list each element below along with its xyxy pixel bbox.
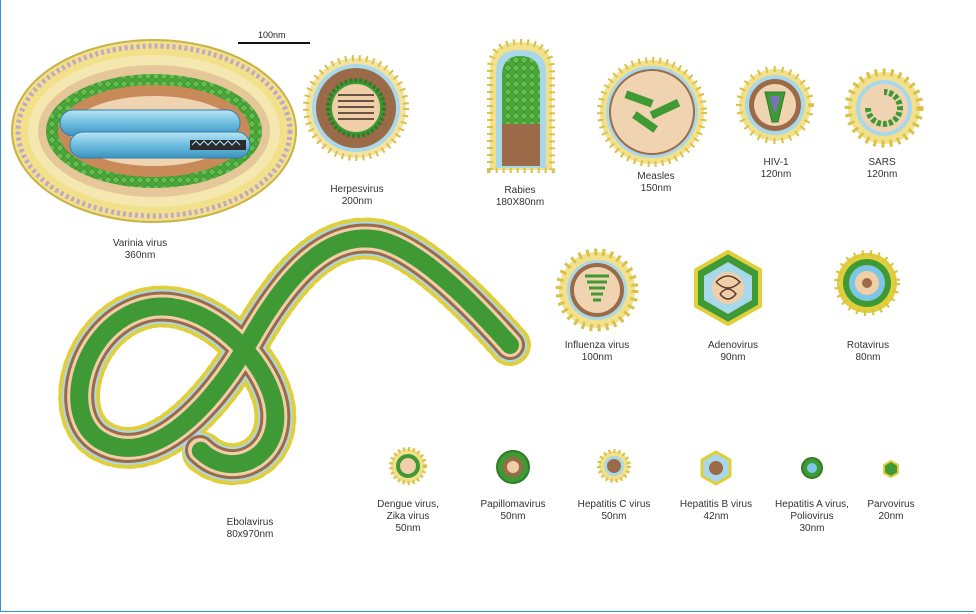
virus-name: Influenza virus	[565, 340, 629, 352]
vaccinia-virus-illustration	[12, 40, 296, 222]
virus-name: SARS	[867, 157, 898, 169]
virus-size: 180X80nm	[496, 197, 544, 209]
virus-name-2: Poliovirus	[775, 511, 849, 523]
rabies-virus-illustration	[490, 42, 552, 170]
virus-size: 150nm	[637, 183, 674, 195]
virus-size: 360nm	[113, 250, 167, 262]
virus-name: HIV-1	[761, 157, 792, 169]
virus-name: Adenovirus	[708, 340, 758, 352]
label-dengue: Dengue virus, Zika virus 50nm	[377, 499, 439, 535]
rotavirus-illustration	[837, 253, 897, 313]
virus-size: 80x970nm	[227, 529, 274, 541]
virus-name: Hepatitis C virus	[578, 499, 651, 511]
label-sars: SARS 120nm	[867, 157, 898, 181]
virus-name: Hepatitis B virus	[680, 499, 752, 511]
virus-name: Herpesvirus	[330, 184, 383, 196]
virus-name: Measles	[637, 171, 674, 183]
virus-size: 120nm	[867, 169, 898, 181]
scale-bar-label: 100nm	[258, 30, 286, 40]
measles-virus-illustration	[600, 60, 704, 164]
adenovirus-illustration	[696, 252, 760, 324]
virus-size: 20nm	[867, 511, 914, 523]
label-hepatitis-c: Hepatitis C virus 50nm	[578, 499, 651, 523]
herpesvirus-illustration	[306, 58, 406, 158]
label-hepatitis-a: Hepatitis A virus, Poliovirus 30nm	[775, 499, 849, 535]
papillomavirus-illustration	[497, 451, 529, 483]
sars-virus-illustration	[848, 72, 920, 144]
virus-size: 120nm	[761, 169, 792, 181]
label-influenza: Influenza virus 100nm	[565, 340, 629, 364]
label-hiv: HIV-1 120nm	[761, 157, 792, 181]
dengue-virus-illustration	[391, 449, 425, 483]
hepatitis-a-virus-illustration	[802, 458, 822, 478]
label-vaccinia: Varinia virus 360nm	[113, 238, 167, 262]
label-adenovirus: Adenovirus 90nm	[708, 340, 758, 364]
virus-name: Parvovirus	[867, 499, 914, 511]
ebolavirus-illustration	[79, 238, 510, 464]
hepatitis-c-virus-illustration	[599, 451, 629, 481]
virus-name: Hepatitis A virus,	[775, 499, 849, 511]
hepatitis-b-virus-illustration	[702, 452, 730, 484]
label-hepatitis-b: Hepatitis B virus 42nm	[680, 499, 752, 523]
label-parvovirus: Parvovirus 20nm	[867, 499, 914, 523]
virus-name: Varinia virus	[113, 238, 167, 250]
influenza-virus-illustration	[559, 252, 635, 328]
label-rabies: Rabies 180X80nm	[496, 185, 544, 209]
virus-size: 50nm	[578, 511, 651, 523]
virus-name: Rabies	[496, 185, 544, 197]
virus-size: 42nm	[680, 511, 752, 523]
virus-name: Ebolavirus	[227, 517, 274, 529]
virus-size: 90nm	[708, 352, 758, 364]
virus-name: Dengue virus,	[377, 499, 439, 511]
label-ebolavirus: Ebolavirus 80x970nm	[227, 517, 274, 541]
virus-size: 50nm	[480, 511, 545, 523]
virus-size: 100nm	[565, 352, 629, 364]
virus-name-2: Zika virus	[377, 511, 439, 523]
virus-size: 30nm	[775, 523, 849, 535]
virus-size: 50nm	[377, 523, 439, 535]
hiv-virus-illustration	[739, 69, 811, 141]
label-herpesvirus: Herpesvirus 200nm	[330, 184, 383, 208]
virus-name: Papillomavirus	[480, 499, 545, 511]
label-measles: Measles 150nm	[637, 171, 674, 195]
virus-size: 200nm	[330, 196, 383, 208]
virus-name: Rotavirus	[847, 340, 889, 352]
label-rotavirus: Rotavirus 80nm	[847, 340, 889, 364]
virus-size: 80nm	[847, 352, 889, 364]
parvovirus-illustration	[884, 461, 898, 477]
label-papillomavirus: Papillomavirus 50nm	[480, 499, 545, 523]
